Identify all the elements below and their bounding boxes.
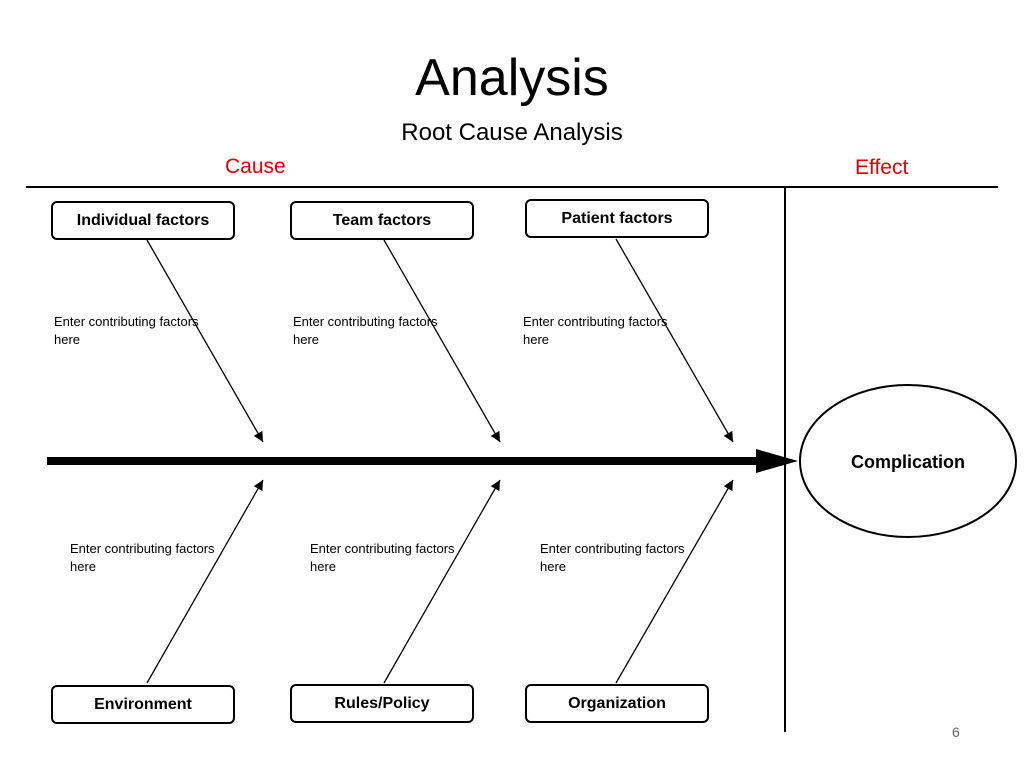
bone-patient-factors	[615, 238, 734, 443]
note-rules-policy: Enter contributing factors here	[310, 541, 455, 574]
spine-arrowhead	[756, 449, 798, 473]
effect-heading: Effect	[855, 156, 909, 179]
note-patient-factors: Enter contributing factors here	[523, 314, 668, 347]
bone-rules-policy	[383, 479, 501, 684]
slide-title: Analysis	[415, 49, 609, 107]
note-team-factors: Enter contributing factors here	[293, 314, 438, 347]
note-organization: Enter contributing factors here	[540, 541, 685, 574]
category-box-team-factors: Team factors	[290, 201, 474, 240]
category-box-rules-policy: Rules/Policy	[290, 684, 474, 723]
category-box-individual-factors: Individual factors	[51, 201, 235, 240]
bone-individual-factors	[146, 239, 264, 443]
bone-organization	[615, 479, 734, 684]
note-individual-factors: Enter contributing factors here	[54, 314, 199, 347]
bone-team-factors	[383, 239, 501, 443]
effect-ellipse	[799, 384, 1017, 538]
category-box-patient-factors: Patient factors	[525, 199, 709, 238]
category-box-organization: Organization	[525, 684, 709, 723]
page-number: 6	[952, 724, 960, 740]
bone-environment	[146, 479, 264, 684]
effect-label: Complication	[850, 452, 965, 472]
note-environment: Enter contributing factors here	[70, 541, 215, 574]
category-box-environment: Environment	[51, 685, 235, 724]
cause-heading: Cause	[225, 155, 286, 178]
slide-subtitle: Root Cause Analysis	[401, 119, 623, 146]
